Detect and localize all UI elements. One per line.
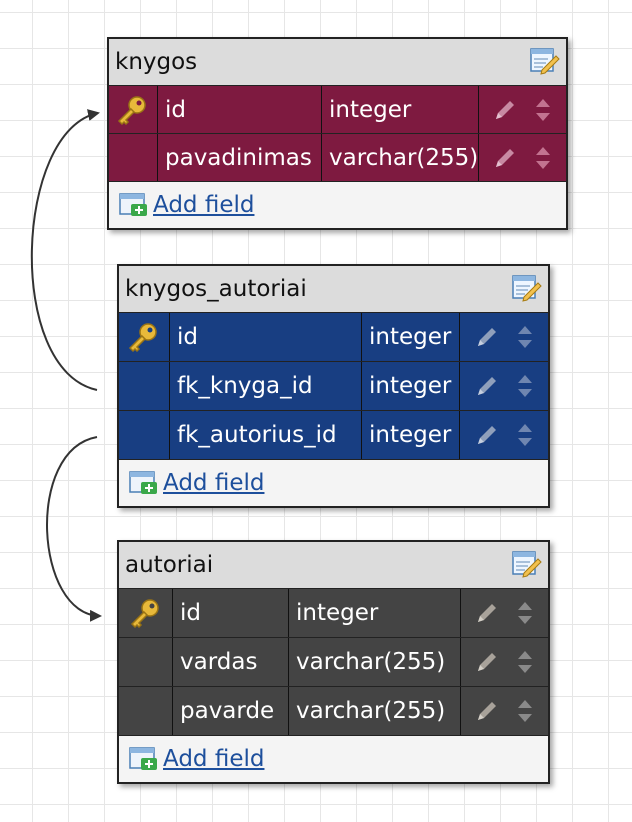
field-actions	[479, 134, 566, 181]
table-title: knygos_autoriai	[125, 276, 307, 302]
table-title: autoriai	[125, 552, 214, 578]
reorder-arrows-icon[interactable]	[516, 600, 534, 626]
key-icon	[128, 323, 157, 353]
field-name[interactable]: id	[158, 86, 322, 133]
field-type[interactable]: varchar(255)	[289, 638, 461, 686]
reorder-arrows-icon[interactable]	[534, 97, 552, 123]
reorder-arrows-icon[interactable]	[534, 145, 552, 171]
field-type[interactable]: integer	[362, 411, 460, 459]
key-cell	[119, 589, 173, 637]
field-type[interactable]: varchar(255)	[289, 687, 461, 735]
key-icon	[130, 599, 159, 629]
key-cell	[119, 687, 173, 735]
key-cell	[109, 134, 158, 181]
field-name[interactable]: fk_autorius_id	[170, 411, 362, 459]
table-row[interactable]: id integer	[119, 313, 548, 362]
table-title: knygos	[115, 49, 198, 75]
field-actions	[460, 313, 548, 361]
key-cell	[119, 362, 170, 410]
pencil-icon[interactable]	[475, 325, 499, 349]
field-name[interactable]: vardas	[173, 638, 289, 686]
field-type[interactable]: integer	[289, 589, 461, 637]
field-actions	[460, 411, 548, 459]
table-autoriai[interactable]: autoriai id integer	[117, 540, 550, 784]
table-row[interactable]: pavadinimas varchar(255)	[109, 134, 566, 182]
field-type[interactable]: varchar(255)	[322, 134, 479, 181]
field-name[interactable]: id	[170, 313, 362, 361]
field-type[interactable]: integer	[362, 313, 460, 361]
table-knygos-autoriai[interactable]: knygos_autoriai id integer	[117, 264, 550, 508]
edit-table-icon[interactable]	[528, 44, 560, 80]
field-actions	[461, 589, 548, 637]
reorder-arrows-icon[interactable]	[516, 649, 534, 675]
table-row[interactable]: pavarde varchar(255)	[119, 687, 548, 736]
table-header[interactable]: knygos	[109, 39, 566, 86]
table-footer: Add field	[109, 182, 566, 228]
field-actions	[460, 362, 548, 410]
reorder-arrows-icon[interactable]	[516, 698, 534, 724]
table-row[interactable]: fk_autorius_id integer	[119, 411, 548, 460]
field-name[interactable]: pavadinimas	[158, 134, 322, 181]
table-header[interactable]: autoriai	[119, 542, 548, 589]
pencil-icon[interactable]	[475, 699, 499, 723]
pencil-icon[interactable]	[475, 650, 499, 674]
pencil-icon[interactable]	[493, 98, 517, 122]
add-field-link[interactable]: Add field	[153, 192, 255, 218]
table-header[interactable]: knygos_autoriai	[119, 266, 548, 313]
field-name[interactable]: id	[173, 589, 289, 637]
field-name[interactable]: fk_knyga_id	[170, 362, 362, 410]
table-row[interactable]: fk_knyga_id integer	[119, 362, 548, 411]
table-knygos[interactable]: knygos id integer	[107, 37, 568, 230]
add-field-icon[interactable]	[129, 746, 159, 772]
add-field-link[interactable]: Add field	[163, 746, 265, 772]
pencil-icon[interactable]	[475, 374, 499, 398]
add-field-link[interactable]: Add field	[163, 470, 265, 496]
field-actions	[461, 638, 548, 686]
relation-knyga-arrow	[30, 109, 100, 391]
reorder-arrows-icon[interactable]	[516, 422, 534, 448]
field-type[interactable]: integer	[322, 86, 479, 133]
table-footer: Add field	[119, 460, 548, 506]
edit-table-icon[interactable]	[510, 271, 542, 307]
table-footer: Add field	[119, 736, 548, 782]
pencil-icon[interactable]	[475, 423, 499, 447]
table-row[interactable]: id integer	[119, 589, 548, 638]
pencil-icon[interactable]	[475, 601, 499, 625]
table-row[interactable]: vardas varchar(255)	[119, 638, 548, 687]
key-cell	[119, 313, 170, 361]
key-cell	[119, 411, 170, 459]
field-name[interactable]: pavarde	[173, 687, 289, 735]
field-actions	[461, 687, 548, 735]
key-cell	[119, 638, 173, 686]
key-icon	[117, 95, 146, 125]
pencil-icon[interactable]	[493, 146, 517, 170]
key-cell	[109, 86, 158, 133]
field-actions	[479, 86, 566, 133]
add-field-icon[interactable]	[129, 470, 159, 496]
add-field-icon[interactable]	[119, 192, 149, 218]
reorder-arrows-icon[interactable]	[516, 324, 534, 350]
table-row[interactable]: id integer	[109, 86, 566, 134]
edit-table-icon[interactable]	[510, 547, 542, 583]
field-type[interactable]: integer	[362, 362, 460, 410]
reorder-arrows-icon[interactable]	[516, 373, 534, 399]
relation-autorius-arrow	[46, 436, 102, 622]
